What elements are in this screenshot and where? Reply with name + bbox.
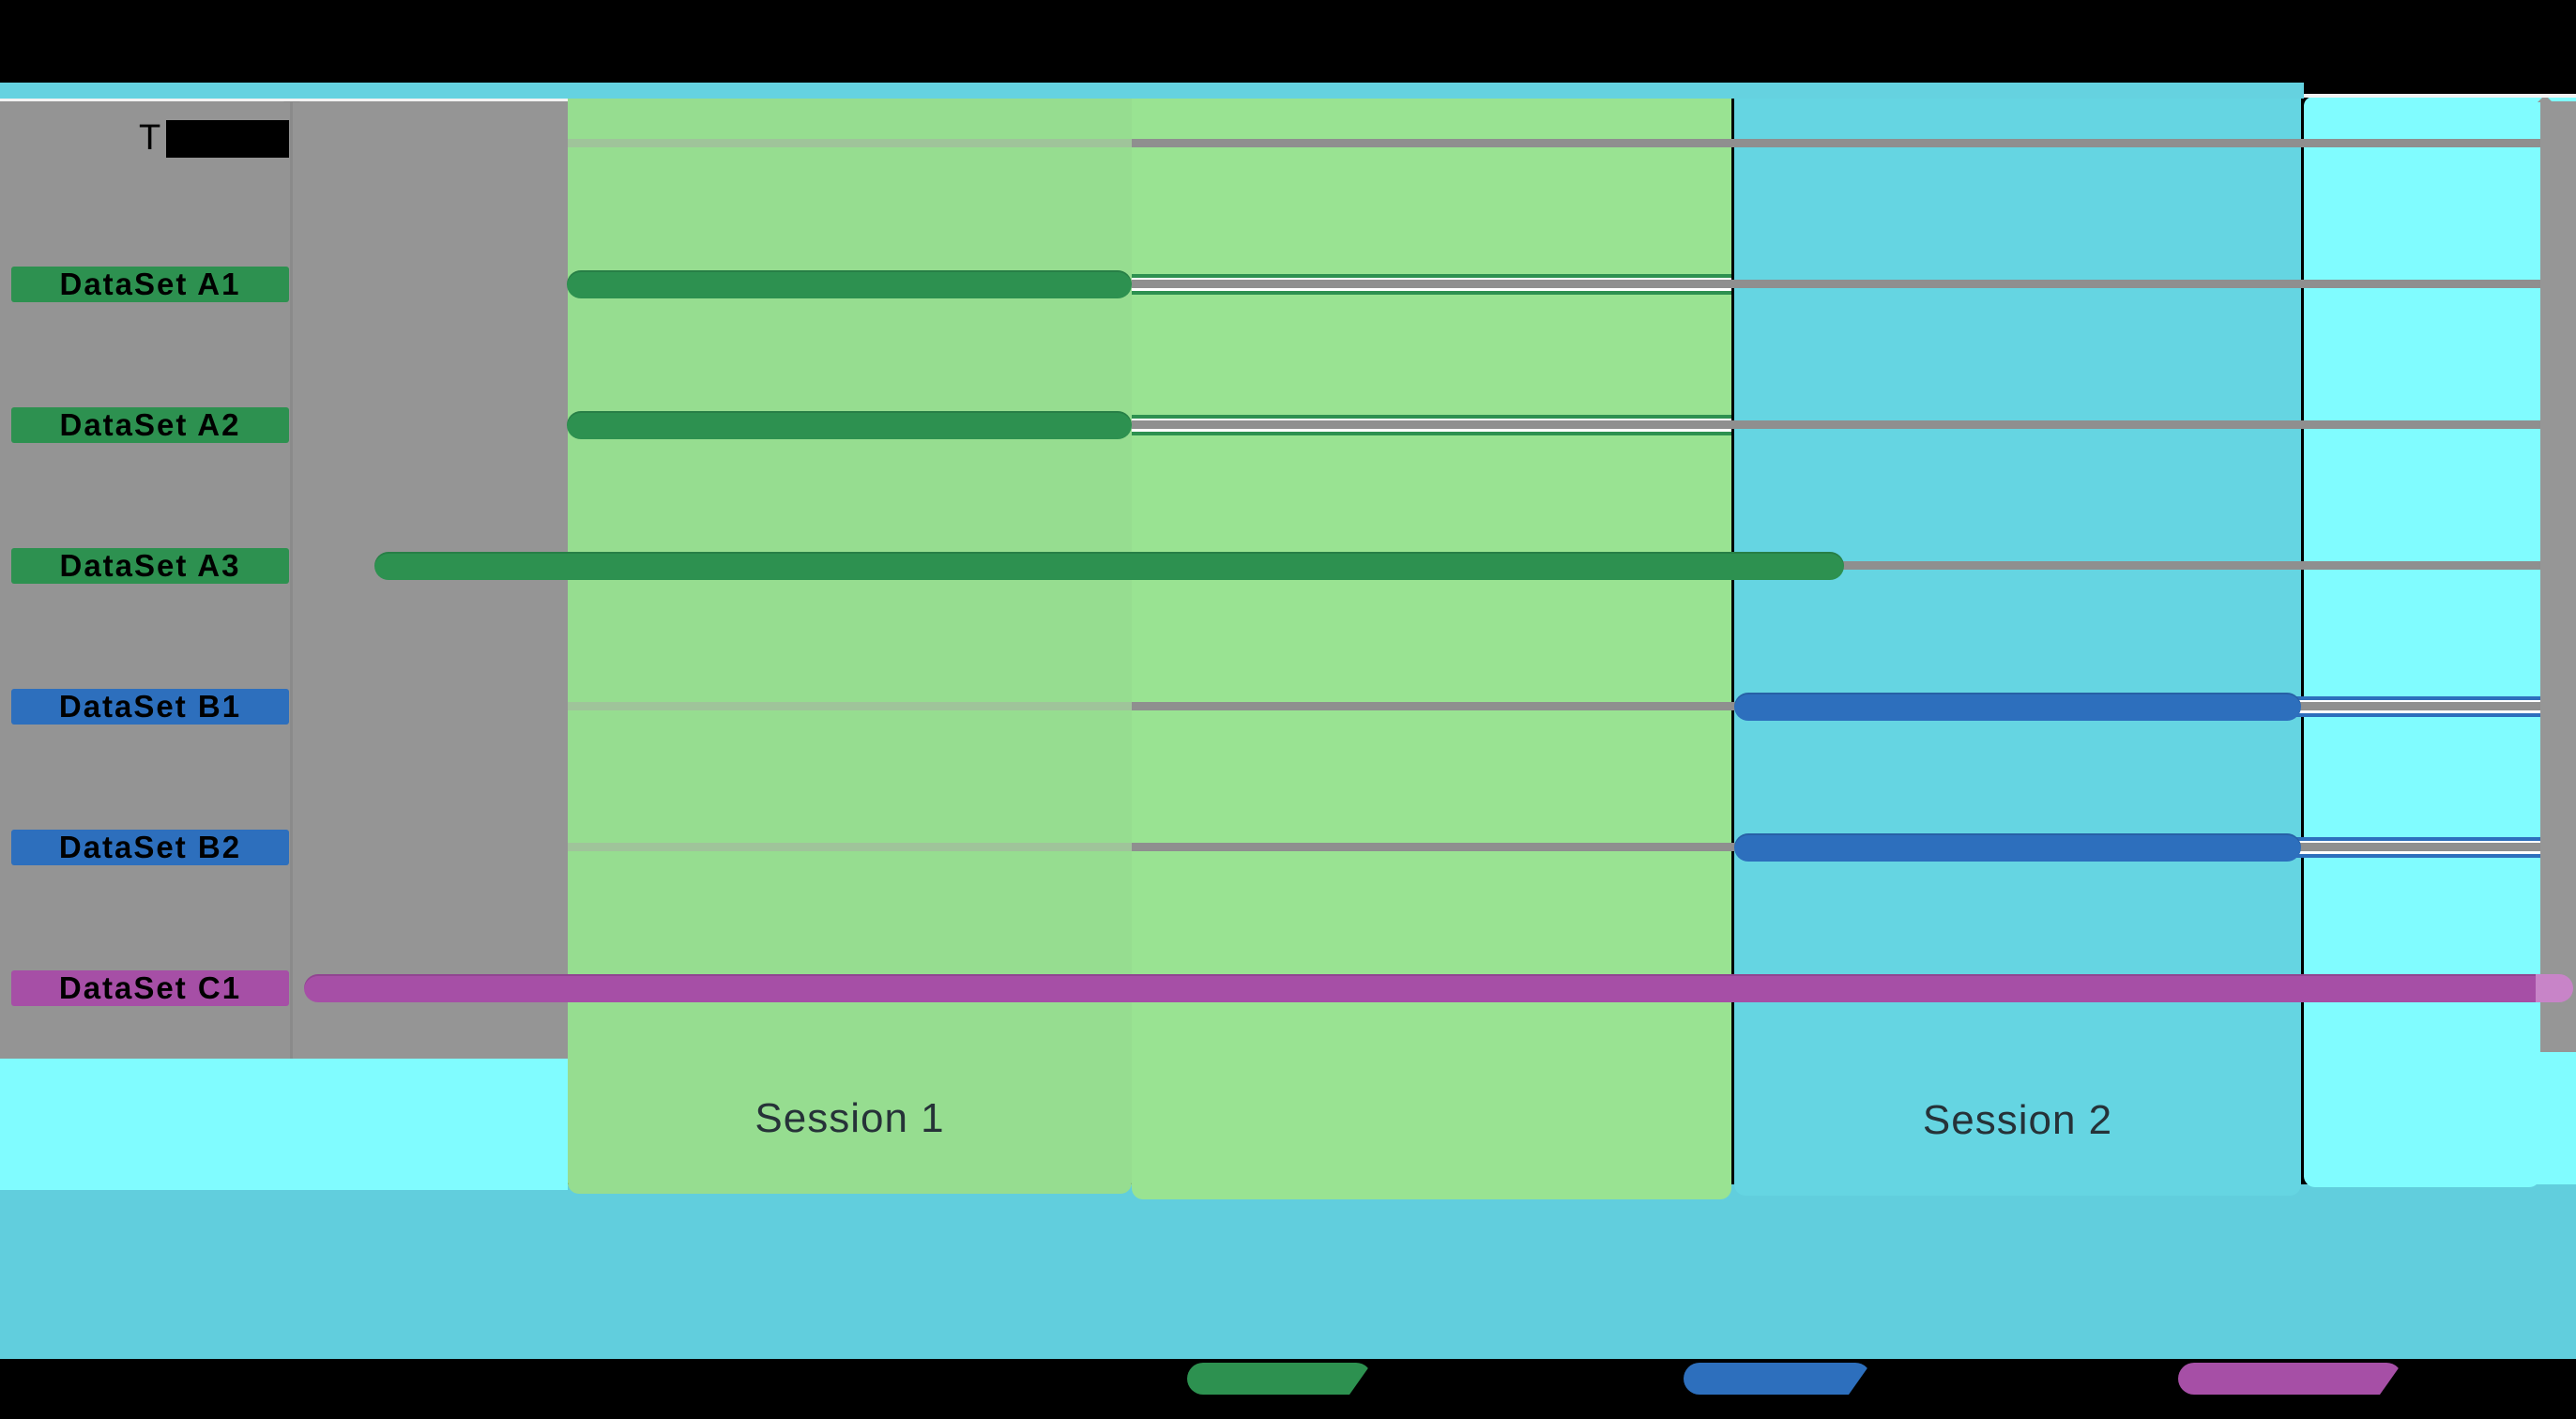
- row-label-dataset-b1: DataSet B1: [11, 689, 289, 725]
- gridline-solid-segment: [1132, 139, 2540, 147]
- row0-redaction-box: [166, 120, 289, 158]
- legend-group-c-swatch[interactable]: [2178, 1363, 2402, 1395]
- session-panel-session-1: Session 1: [568, 84, 1132, 1194]
- bottom-cyan-band: [0, 1184, 2576, 1359]
- task-bar-dataset-b2[interactable]: [1734, 833, 2301, 862]
- top-hairline-right: [2304, 94, 2576, 98]
- gridline-solid-segment: [1132, 420, 2540, 429]
- session-panel-3: [2304, 97, 2540, 1187]
- session-panel-session-2: Session 2: [1734, 86, 2301, 1196]
- task-bar-dataset-a2[interactable]: [567, 411, 1132, 439]
- legend-group-a-swatch[interactable]: [1187, 1363, 1372, 1395]
- session-label: Session 1: [755, 1095, 945, 1141]
- gridline-muted-segment: [568, 702, 1132, 710]
- left-highlight-strip: [0, 1059, 568, 1190]
- top-hairline-left: [0, 99, 568, 101]
- task-bar-dataset-a1[interactable]: [567, 270, 1132, 298]
- task-bar-dataset-a3[interactable]: [374, 552, 1844, 580]
- row-label-dataset-b2: DataSet B2: [11, 830, 289, 865]
- gridline-muted-segment: [568, 139, 1132, 147]
- session-panel-1: [1132, 84, 1731, 1199]
- top-cyan-strip: [0, 83, 2304, 99]
- row-label-dataset-a2: DataSet A2: [11, 407, 289, 443]
- right-column-notch-icon: [2538, 95, 2553, 102]
- session-label: Session 2: [1922, 1097, 2113, 1143]
- task-bar-tail: [2536, 974, 2573, 1002]
- row-label-dataset-c1: DataSet C1: [11, 970, 289, 1006]
- task-bar-dataset-b1[interactable]: [1734, 693, 2301, 721]
- row-label-dataset-a1: DataSet A1: [11, 267, 289, 302]
- right-edge-column: [2540, 101, 2576, 1052]
- gridline-muted-segment: [568, 843, 1132, 851]
- legend-group-b-swatch[interactable]: [1684, 1363, 1871, 1395]
- pre-session-column: [291, 101, 568, 1059]
- row0-header-text: T: [139, 118, 161, 158]
- gridline-solid-segment: [1132, 280, 2540, 288]
- column-divider: [290, 101, 293, 1059]
- row-label-dataset-a3: DataSet A3: [11, 548, 289, 584]
- task-bar-dataset-c1[interactable]: [304, 974, 2536, 1002]
